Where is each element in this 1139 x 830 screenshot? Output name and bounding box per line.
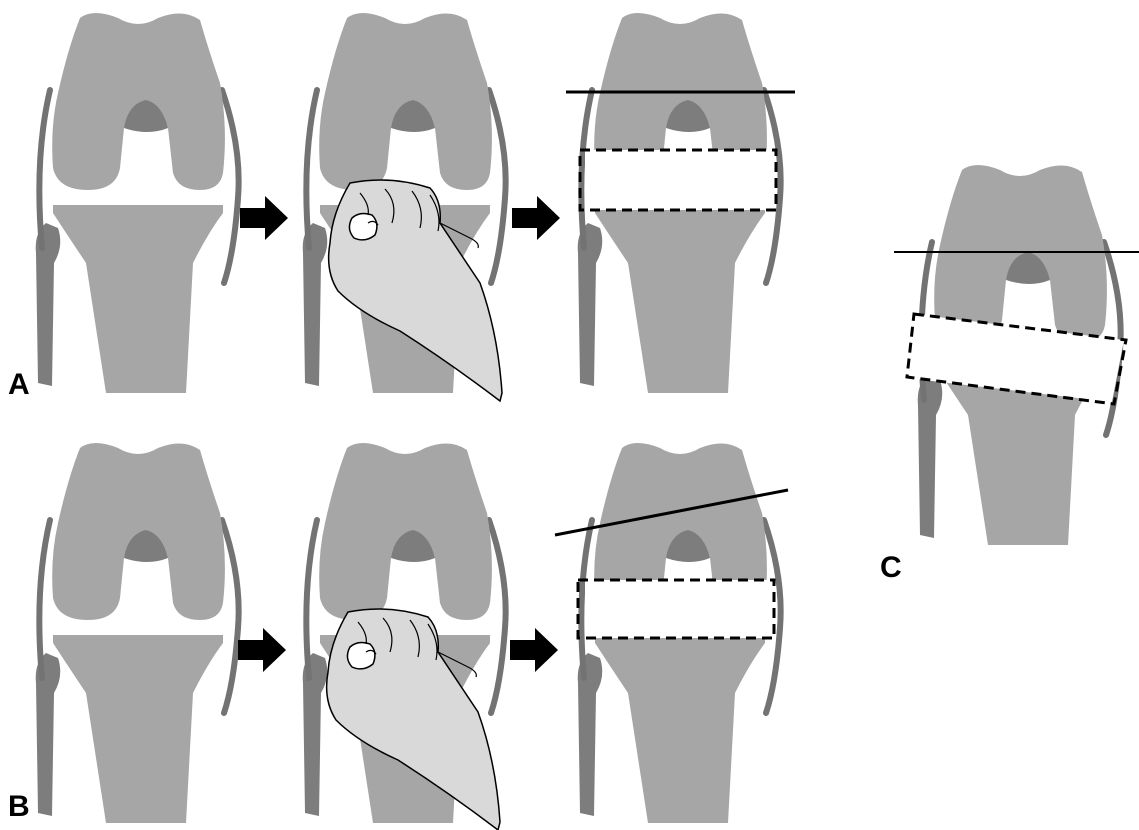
knee-joint-b1 — [36, 443, 239, 823]
white-gap-a3 — [585, 150, 775, 210]
knee-joint-a1 — [36, 13, 239, 393]
right-arrow-icon — [238, 628, 286, 672]
panel-label-b: B — [8, 792, 30, 822]
right-arrow-icon — [510, 628, 558, 672]
panel-label-c: C — [880, 553, 902, 583]
right-arrow-icon — [240, 196, 288, 240]
white-gap-b3 — [585, 580, 773, 638]
panel-b — [36, 443, 788, 830]
panel-c — [894, 165, 1139, 545]
panel-a — [36, 13, 795, 401]
right-arrow-icon — [512, 196, 560, 240]
panel-label-a: A — [8, 370, 30, 400]
